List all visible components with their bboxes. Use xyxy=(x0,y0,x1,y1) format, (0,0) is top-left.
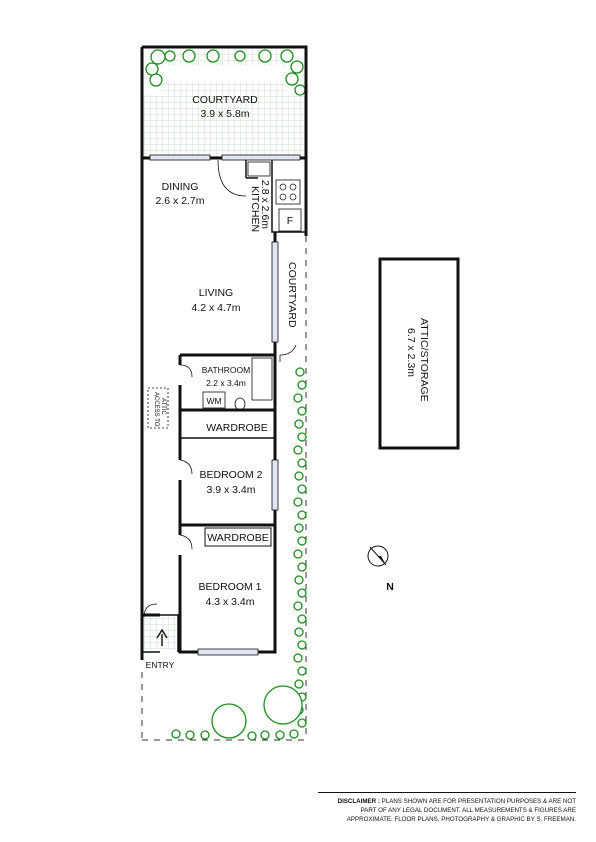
kitchen-dims: 2.8 x 2.6m xyxy=(259,180,271,229)
entry-walls xyxy=(142,614,179,653)
disclaimer: DISCLAIMER : PLANS SHOWN ARE FOR PRESENT… xyxy=(318,797,576,824)
bedroom-2-dims: 3.9 x 3.4m xyxy=(206,484,255,496)
dining-name: DINING xyxy=(162,181,199,193)
wardrobe-2-name: WARDROBE xyxy=(207,532,268,544)
kitchen-bench xyxy=(245,160,306,233)
fridge-label: F xyxy=(287,215,293,227)
side-hedge xyxy=(293,367,307,728)
entry-arrow-icon xyxy=(156,628,168,646)
fridge-space xyxy=(278,208,302,232)
attic-access-label-2: ATTIC xyxy=(160,398,166,416)
kitchen-name: KITCHEN xyxy=(249,186,261,232)
front-garden-trees xyxy=(171,685,303,741)
bedroom-1-name: BEDROOM 1 xyxy=(198,581,261,593)
living-side-window xyxy=(271,241,279,343)
bedroom-1-door xyxy=(179,534,193,550)
wardrobe-1-name: WARDROBE xyxy=(206,422,267,434)
attic-hatch xyxy=(147,387,169,429)
bedroom-2-window xyxy=(271,459,279,511)
side-door xyxy=(279,344,297,362)
attic-access-label-1: ACCESS TO xyxy=(153,392,159,427)
courtyard-top-dims: 3.9 x 5.8m xyxy=(200,108,249,120)
living-name: LIVING xyxy=(199,287,233,299)
courtyard-side-name: COURTYARD xyxy=(286,262,298,328)
dining-dims: 2.6 x 2.7m xyxy=(155,195,204,207)
disclaimer-rule xyxy=(318,792,576,793)
cooktop xyxy=(275,179,301,205)
bedroom-1-window xyxy=(197,648,259,656)
compass-icon xyxy=(367,545,389,567)
disclaimer-line-3: APPROXIMATE. FLOOR PLANS, PHOTOGRAPHY & … xyxy=(346,816,576,823)
bedroom-1-dims: 4.3 x 3.4m xyxy=(205,596,254,608)
wardrobe-2-box xyxy=(204,527,272,547)
bedroom-1-walls xyxy=(178,525,277,654)
entry-name: ENTRY xyxy=(146,660,175,670)
bathroom-name: BATHROOM xyxy=(202,365,250,375)
attic-storage-outline xyxy=(378,257,460,450)
disclaimer-line-2: PART OF ANY LEGAL DOCUMENT. ALL MEASUREM… xyxy=(360,807,576,814)
living-dims: 4.2 x 4.7m xyxy=(191,302,240,314)
disclaimer-heading: DISCLAIMER : xyxy=(337,798,380,805)
toilet-icon xyxy=(234,397,246,411)
courtyard-top-name: COURTYARD xyxy=(192,94,258,106)
attic-dims: 6.7 x 2.3m xyxy=(405,328,417,377)
courtyard-window-2 xyxy=(221,154,301,161)
courtyard-top-area xyxy=(142,47,306,157)
courtyard-hedge xyxy=(145,49,306,96)
attic-name: ATTIC/STORAGE xyxy=(418,318,430,402)
dining-kitchen-arc xyxy=(217,159,247,197)
bathroom-dims: 2.2 x 3.4m xyxy=(206,378,246,388)
bathroom-door xyxy=(179,364,193,378)
disclaimer-line-1: PLANS SHOWN ARE FOR PRESENTATION PURPOSE… xyxy=(381,798,576,805)
washing-machine-label: WM xyxy=(206,396,221,406)
bathtub xyxy=(251,357,273,401)
entry-door xyxy=(143,603,158,618)
courtyard-window xyxy=(149,154,211,161)
bedroom-2-name: BEDROOM 2 xyxy=(199,469,262,481)
kitchen-sink xyxy=(247,161,271,177)
bedroom-2-door xyxy=(179,459,193,475)
compass-north-label: N xyxy=(386,581,394,593)
washing-machine-box xyxy=(202,391,226,409)
